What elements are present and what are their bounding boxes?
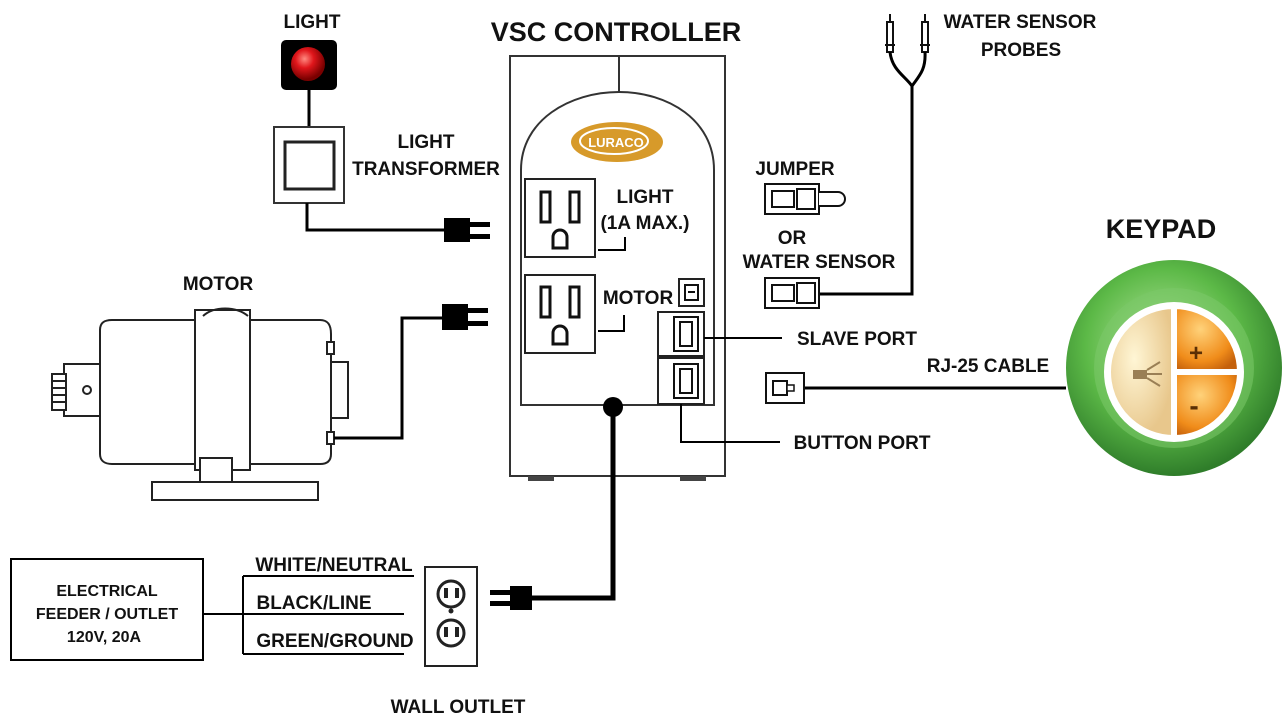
wall-outlet-label: WALL OUTLET (391, 697, 526, 718)
luraco-logo: LURACO (571, 122, 663, 162)
feeder-label-2: FEEDER / OUTLET (36, 606, 178, 623)
light-transformer (273, 126, 345, 204)
vsc-controller-box (509, 55, 726, 481)
motor-label: MOTOR (183, 274, 254, 295)
feeder-label-1: ELECTRICAL (56, 583, 158, 600)
feeder-label-3: 120V, 20A (67, 629, 142, 646)
keypad-title: KEYPAD (1106, 214, 1217, 244)
water-sensor-probes-label-2: PROBES (981, 40, 1061, 61)
water-sensor-label: WATER SENSOR (743, 252, 896, 273)
black-line-label: BLACK/LINE (256, 593, 371, 614)
or-label: OR (778, 228, 807, 249)
wall-outlet (424, 566, 478, 667)
keypad-minus-button (1171, 369, 1244, 442)
svg-text:LURACO: LURACO (588, 135, 644, 150)
water-sensor-probes (885, 14, 930, 89)
feeder-wires (203, 575, 414, 655)
water-sensor-probes-label-1: WATER SENSOR (944, 12, 1097, 33)
motor-wire (334, 316, 442, 440)
slave-port (657, 311, 705, 357)
green-ground-label: GREEN/GROUND (256, 631, 413, 652)
motor-outlet (524, 274, 596, 354)
light-outlet (524, 178, 596, 258)
water-sensor-wire (820, 86, 914, 296)
keypad-plus-icon: + (1189, 340, 1203, 367)
power-cord (530, 407, 616, 601)
motor-outlet-label: MOTOR (603, 288, 674, 309)
light-outlet-pointer (598, 237, 626, 251)
keypad-light-icon (1133, 361, 1162, 387)
motor-outlet-pointer (598, 315, 625, 332)
button-port-label: BUTTON PORT (794, 433, 931, 454)
keypad-plus-button (1171, 302, 1244, 375)
jumper-label: JUMPER (755, 159, 834, 180)
motor-plug (442, 304, 488, 330)
light-outlet-label-1: LIGHT (617, 187, 674, 208)
rj25-connector (765, 372, 805, 404)
motor (48, 302, 350, 504)
light-indicator (281, 40, 337, 90)
button-port-pointer (680, 404, 780, 443)
transformer-plug (444, 218, 490, 242)
electrical-feeder-box (10, 558, 204, 661)
controller-switch (678, 278, 705, 307)
vsc-controller-title: VSC CONTROLLER (491, 17, 742, 47)
rj25-cable-label: RJ-25 CABLE (927, 356, 1049, 377)
white-neutral-label: WHITE/NEUTRAL (255, 555, 413, 576)
water-sensor-connector (764, 277, 820, 309)
light-transformer-label-2: TRANSFORMER (352, 159, 500, 180)
slave-port-label: SLAVE PORT (797, 329, 917, 350)
transformer-wire (305, 203, 444, 232)
jumper-connector (764, 183, 846, 215)
light-transformer-label-1: LIGHT (398, 132, 455, 153)
power-plug (490, 586, 532, 610)
keypad-minus-icon: - (1189, 390, 1198, 421)
keypad: + - (1066, 260, 1282, 476)
light-outlet-label-2: (1A MAX.) (600, 213, 689, 234)
button-port (657, 357, 705, 405)
light-label: LIGHT (284, 12, 341, 33)
